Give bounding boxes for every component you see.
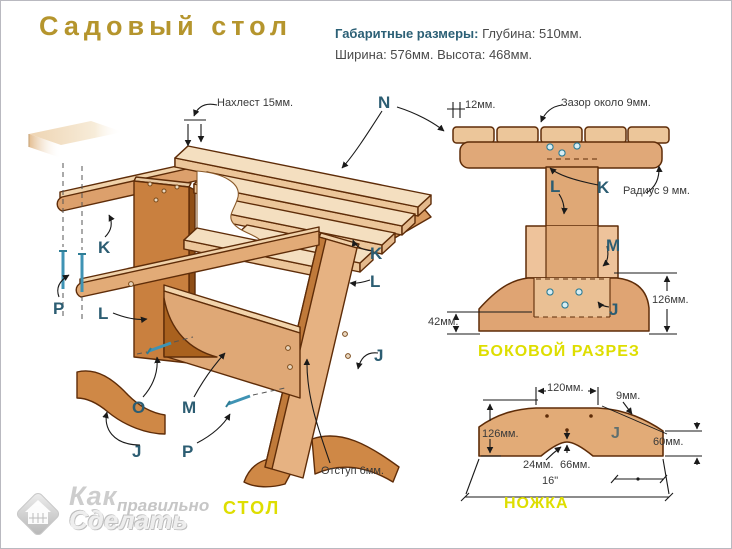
annotation-arrows (57, 102, 702, 502)
watermark-word-2: правильно (117, 496, 210, 515)
caption-side-section: БОКОВОЙ РАЗРЕЗ (478, 343, 640, 360)
dims-line1: Габаритные размеры: Глубина: 510мм. (335, 23, 582, 44)
dims-depth: Глубина: 510мм. (478, 26, 583, 41)
section-top-planks (452, 126, 670, 144)
dim-126mm-side: 126мм. (651, 294, 690, 306)
callout-overlap: Нахлест 15мм. (217, 97, 294, 109)
dim-16in: 16" (542, 475, 559, 487)
part-label-m-3d: M (182, 398, 197, 417)
dim-60mm: 60мм. (653, 436, 684, 448)
part-label-l-left: L (98, 304, 109, 323)
caption-table: СТОЛ (223, 498, 281, 518)
stretcher-rail (75, 226, 320, 298)
leg-profile-drawing (478, 407, 664, 457)
callout-offset: Отступ 6мм. (321, 465, 384, 477)
overall-dimensions-text: Габаритные размеры: Глубина: 510мм. Шири… (335, 23, 582, 65)
part-label-p-left: P (53, 299, 65, 318)
part-label-l-right: L (370, 272, 381, 291)
part-label-k-left: K (98, 238, 111, 257)
section-foot-notch (534, 278, 610, 317)
watermark-house-icon (16, 492, 60, 536)
plank-0 (174, 145, 432, 217)
part-label-n: N (378, 93, 391, 112)
dim-24mm: 24мм. (523, 459, 554, 471)
front-cross-board (163, 284, 301, 399)
callout-radius: Радиус 9 мм. (623, 185, 690, 197)
part-label-m-side: M (606, 236, 621, 255)
dim-42mm: 42мм. (428, 316, 459, 328)
section-screws (546, 142, 583, 309)
part-label-o: O (132, 398, 146, 417)
part-label-k-side: K (597, 178, 610, 197)
dim-120mm: 120мм. (547, 382, 584, 394)
part-label-j-leg: J (611, 425, 620, 442)
watermark-word-1: Как (69, 481, 118, 511)
part-label-j-side: J (609, 300, 619, 319)
dim-126mm-leg: 126мм. (482, 428, 519, 440)
part-label-k-right: K (370, 244, 383, 263)
part-label-p-bottom: P (182, 442, 194, 461)
left-foot (76, 370, 166, 435)
ghost-plank (28, 121, 123, 158)
fasteners-3d (59, 163, 351, 408)
part-label-j-right: J (374, 346, 384, 365)
dim-9mm: 9мм. (616, 390, 641, 402)
dim-66mm: 66мм. (560, 459, 591, 471)
dim-12mm: 12мм. (465, 99, 496, 111)
side-section-drawing (452, 126, 670, 332)
screw-icon (61, 251, 251, 406)
watermark-word-3: Сделать (69, 505, 188, 535)
watermark: Как правильно Сделать (1, 479, 261, 548)
part-label-j-left: J (132, 442, 142, 461)
page-title: Садовый стол (39, 11, 293, 41)
caption-leg: НОЖКА (504, 495, 569, 512)
callout-gap: Зазор около 9мм. (561, 97, 651, 109)
part-label-l-side: L (550, 177, 561, 196)
table-3d-drawing (28, 121, 432, 488)
dims-line2: Ширина: 576мм. Высота: 468мм. (335, 47, 533, 62)
dims-label: Габаритные размеры: (335, 26, 479, 41)
